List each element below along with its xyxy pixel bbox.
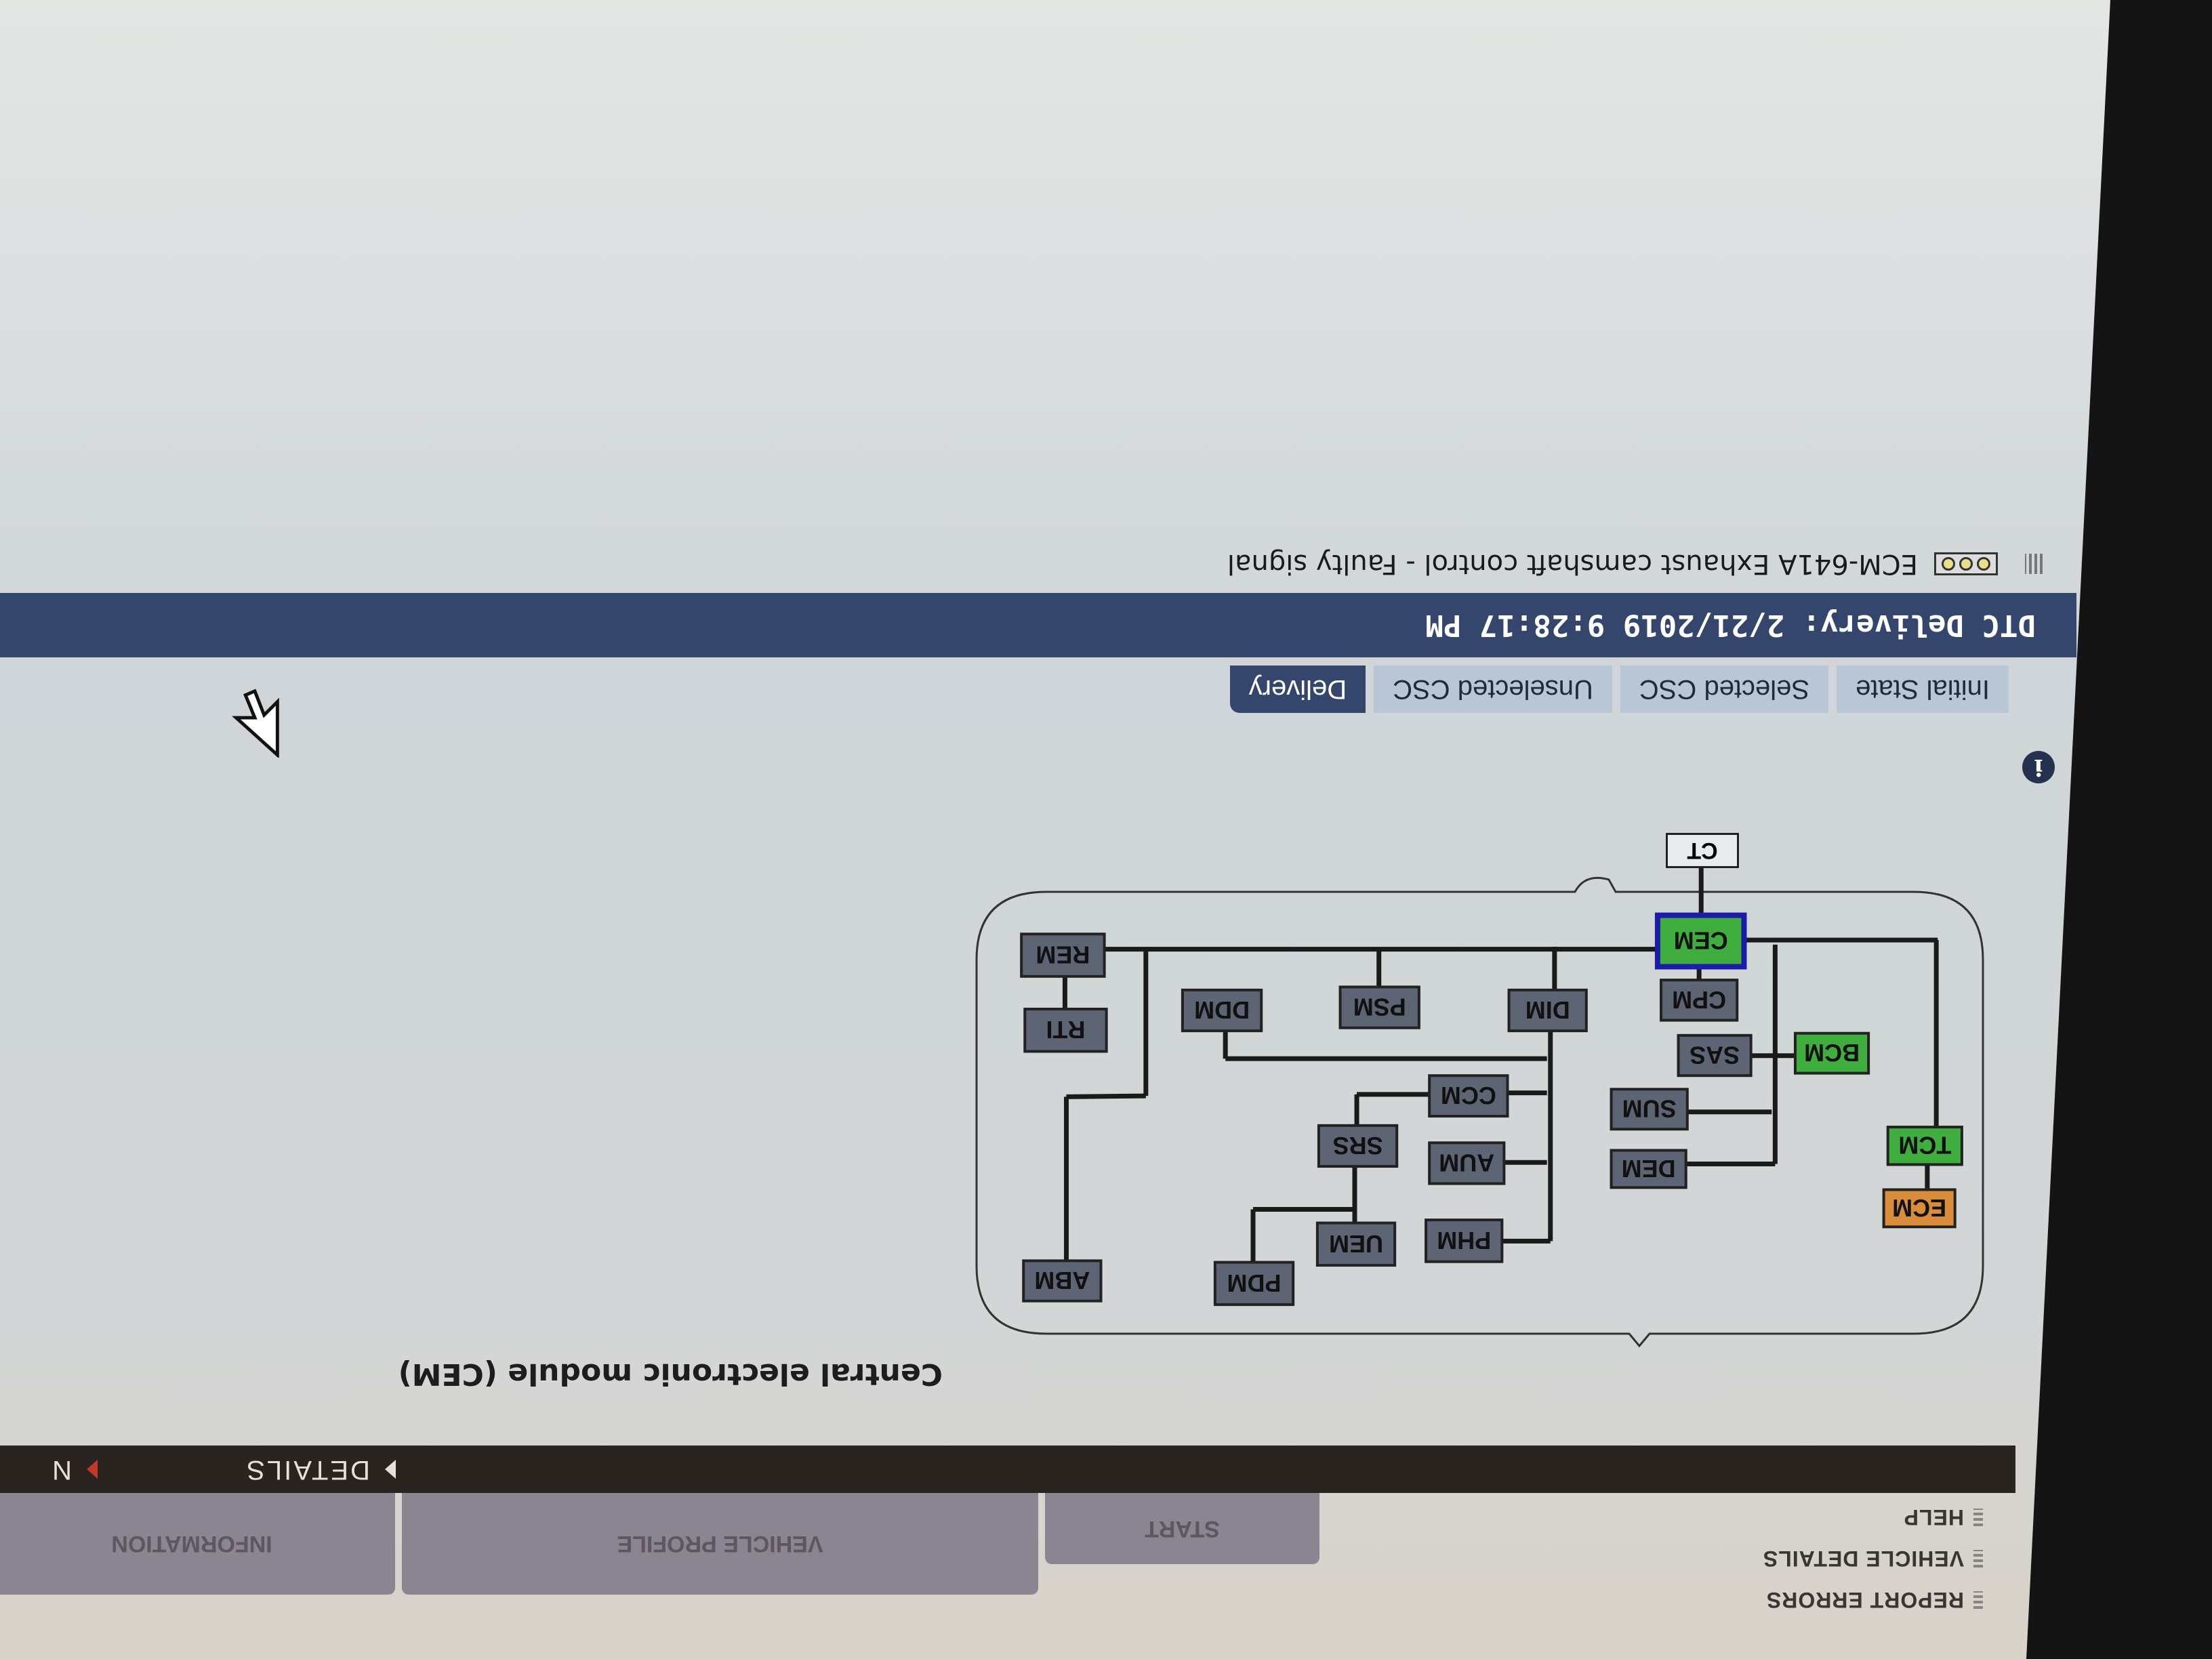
module-label: UEM (1329, 1230, 1383, 1258)
module-label: PHM (1437, 1227, 1491, 1254)
module-node-dem[interactable]: DEM (1610, 1149, 1687, 1189)
link-label: VEHICLE DETAILS (1762, 1547, 1964, 1572)
module-node-psm[interactable]: PSM (1338, 985, 1420, 1029)
module-label: REM (1036, 941, 1090, 969)
module-box (1507, 988, 1588, 1033)
module-box (1181, 988, 1263, 1033)
nav-next-label: N (50, 1455, 72, 1485)
module-box (1338, 985, 1420, 1029)
tab-initial-state[interactable]: Initial State (1837, 665, 2009, 713)
module-box (1317, 1124, 1399, 1168)
module-box (1023, 1007, 1108, 1053)
module-node-cem[interactable]: CEM (1654, 912, 1747, 970)
grip-icon[interactable] (2025, 554, 2043, 574)
module-box (1610, 1149, 1687, 1189)
tab-vehicle-profile[interactable]: VEHICLE PROFILE (402, 1493, 1038, 1595)
nav-details-label: DETAILS (245, 1455, 370, 1485)
status-lights-icon (1934, 552, 1998, 575)
module-label: TCM (1898, 1132, 1951, 1160)
mouse-cursor-icon (232, 689, 279, 758)
module-node-rem[interactable]: REM (1020, 933, 1106, 978)
page-title: Central electronic module (CEM) (398, 1357, 943, 1391)
bullet-icon (1973, 1550, 1983, 1568)
dtc-text: ECM-641A Exhaust camshaft control - Faul… (1227, 548, 1918, 579)
nav-details[interactable]: DETAILS (245, 1454, 396, 1485)
module-label: RTI (1046, 1016, 1085, 1044)
dtc-header-text: DTC Delivery: 2/21/2019 9:28:17 PM (1425, 608, 2036, 642)
module-box (1886, 1126, 1963, 1166)
dtc-header: DTC Delivery: 2/21/2019 9:28:17 PM (0, 593, 2076, 657)
vehicle-details-link[interactable]: VEHICLE DETAILS (1762, 1547, 1983, 1572)
module-box (1660, 979, 1739, 1022)
report-errors-link[interactable]: REPORT ERRORS (1763, 1588, 1983, 1613)
bus-line (1066, 1093, 1146, 1099)
module-node-pdm[interactable]: PDM (1213, 1261, 1295, 1307)
view-tabs: Initial State Selected CSC Unselected CS… (1222, 665, 2009, 713)
module-label: DIM (1525, 996, 1570, 1024)
help-link[interactable]: HELP (1763, 1505, 1983, 1530)
tab-start[interactable]: START (1045, 1493, 1319, 1564)
module-node-rti[interactable]: RTI (1023, 1007, 1108, 1053)
top-links: REPORT ERRORS VEHICLE DETAILS HELP (1762, 1488, 1983, 1613)
dtc-row[interactable]: ECM-641A Exhaust camshaft control - Faul… (1227, 545, 2043, 583)
module-node-aum[interactable]: AUM (1428, 1141, 1506, 1185)
module-box (1022, 1259, 1103, 1303)
module-label: ECM (1892, 1194, 1946, 1222)
module-node-abm[interactable]: ABM (1022, 1259, 1103, 1303)
module-node-ccm[interactable]: CCM (1428, 1074, 1509, 1118)
module-box (1654, 912, 1747, 970)
module-node-srs[interactable]: SRS (1317, 1124, 1399, 1168)
module-label: DEM (1622, 1155, 1676, 1183)
module-box (1882, 1188, 1957, 1229)
info-icon[interactable]: i (2022, 751, 2055, 783)
module-node-uem[interactable]: UEM (1315, 1221, 1397, 1267)
module-box (1315, 1221, 1397, 1267)
module-label: CCM (1441, 1082, 1496, 1109)
module-box (1213, 1261, 1295, 1307)
module-box (1428, 1141, 1506, 1185)
module-box (1020, 933, 1106, 978)
tab-unselected-csc[interactable]: Unselected CSC (1374, 665, 1612, 713)
bullet-icon (1973, 1591, 1983, 1609)
arrow-right-icon (385, 1460, 396, 1479)
module-box (1793, 1031, 1870, 1075)
nav-next[interactable]: N (50, 1454, 98, 1485)
module-label: ABM (1034, 1267, 1090, 1294)
module-box (1677, 1033, 1753, 1078)
tab-delivery[interactable]: Delivery (1229, 665, 1366, 713)
module-label: PDM (1227, 1269, 1282, 1297)
tab-information[interactable]: INFORMATION (0, 1493, 395, 1595)
link-label: HELP (1903, 1505, 1964, 1530)
module-node-phm[interactable]: PHM (1425, 1218, 1504, 1263)
bullet-icon (1973, 1509, 1983, 1526)
module-node-sum[interactable]: SUM (1610, 1088, 1689, 1131)
module-label: SAS (1689, 1041, 1740, 1069)
module-label: DDM (1194, 996, 1250, 1024)
module-label: SUM (1622, 1095, 1677, 1123)
module-label: SRS (1333, 1132, 1383, 1160)
module-label: CPM (1672, 986, 1726, 1014)
module-node-ecm[interactable]: ECM (1882, 1188, 1957, 1229)
module-node-cpm[interactable]: CPM (1660, 979, 1739, 1022)
module-node-bcm[interactable]: BCM (1793, 1031, 1870, 1075)
arrow-right-icon (87, 1460, 98, 1479)
module-node-dim[interactable]: DIM (1507, 988, 1588, 1033)
module-node-sas[interactable]: SAS (1677, 1033, 1753, 1078)
module-label: CEM (1674, 927, 1728, 955)
module-node-ddm[interactable]: DDM (1181, 988, 1263, 1033)
module-label: AUM (1439, 1149, 1494, 1176)
module-label: PSM (1353, 994, 1406, 1021)
module-box (1425, 1218, 1504, 1263)
nav-breadcrumb-bar: DETAILS N (0, 1446, 2015, 1493)
module-box (1610, 1088, 1689, 1131)
monitor-bezel (2009, 0, 2212, 1659)
module-node-tcm[interactable]: TCM (1886, 1126, 1963, 1166)
module-box (1428, 1074, 1509, 1118)
module-label: BCM (1804, 1039, 1860, 1067)
ct-node[interactable]: CT (1666, 833, 1739, 868)
tab-selected-csc[interactable]: Selected CSC (1620, 665, 1829, 713)
link-label: REPORT ERRORS (1765, 1588, 1964, 1613)
